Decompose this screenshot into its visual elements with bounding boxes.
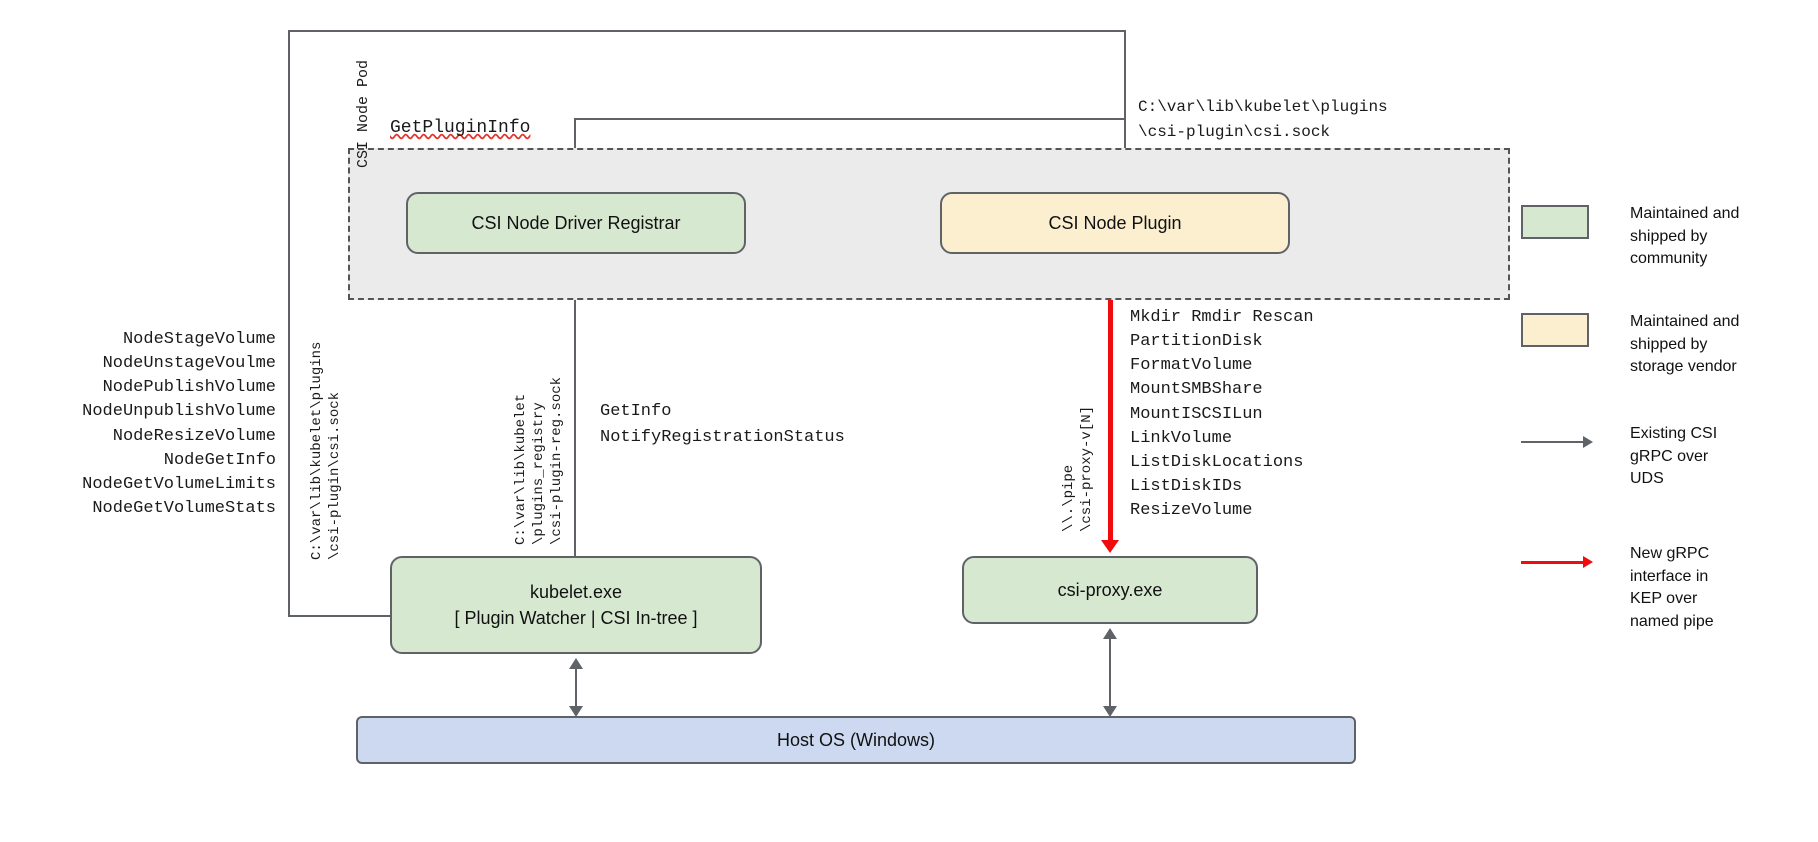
connector-registrar-getplugininfo-horizontal <box>574 118 1126 120</box>
label-registry-socket-vertical-line1: C:\var\lib\kubelet <box>513 393 529 545</box>
csi-proxy-api-call-8: ResizeVolume <box>1130 501 1253 520</box>
csi-proxy-api-call-7: ListDiskIDs <box>1130 476 1243 496</box>
arrowhead-kubelet-up <box>569 658 583 669</box>
connector-csiproxy-to-hostos <box>1109 638 1111 708</box>
connector-kubelet-to-plugin-top <box>288 30 1126 32</box>
legend-arrowhead-2 <box>1583 436 1593 448</box>
node-kubelet-exe-label: kubelet.exe <box>529 581 623 602</box>
connector-plugin-to-csiproxy-red <box>1108 254 1113 542</box>
csi-node-pod-label: CSI Node Pod <box>355 59 372 168</box>
connector-kubelet-to-registrar <box>574 268 576 558</box>
node-service-call-4: NodeResizeVolume <box>112 426 276 446</box>
connector-kubelet-to-plugin-bottom <box>288 615 392 617</box>
label-registry-socket-vertical-line3: \csi-plugin-reg.sock <box>549 376 565 545</box>
csi-proxy-api-call-3: MountSMBShare <box>1130 380 1263 400</box>
csi-proxy-api-call-2: FormatVolume <box>1130 356 1253 376</box>
node-csi-proxy-exe-label: csi-proxy.exe <box>1057 579 1163 600</box>
arrowhead-csiproxy-down <box>1103 706 1117 717</box>
node-service-call-3: NodeUnpublishVolume <box>82 402 276 422</box>
label-plugin-socket-path-line2: \csi-plugin\csi.sock <box>1138 123 1331 141</box>
label-kubelet-csi-socket-vertical-line1: C:\var\lib\kubelet\plugins <box>309 341 325 560</box>
connector-kubelet-to-plugin-right <box>1124 30 1126 180</box>
node-service-call-7: NodeGetVolumeStats <box>92 498 276 518</box>
label-kubelet-csi-socket-vertical-line2: \csi-plugin\csi.sock <box>327 391 343 560</box>
legend-swatch-1 <box>1521 313 1589 347</box>
csi-proxy-api-call-6: ListDiskLocations <box>1130 452 1304 472</box>
connector-kubelet-to-plugin-left <box>288 30 290 617</box>
legend-label-2: Existing CSI gRPC over UDS <box>1630 425 1718 488</box>
node-csi-proxy-exe[interactable]: csi-proxy.exe <box>962 556 1258 624</box>
csi-proxy-api-call-5: LinkVolume <box>1130 428 1233 448</box>
node-service-call-6: NodeGetVolumeLimits <box>82 474 276 494</box>
node-host-os[interactable]: Host OS (Windows) <box>356 716 1356 764</box>
node-service-call-5: NodeGetInfo <box>163 450 276 470</box>
legend-arrow-line-3 <box>1521 561 1583 564</box>
node-host-os-label: Host OS (Windows) <box>776 729 936 750</box>
label-plugin-socket-path-line1: C:\var\lib\kubelet\plugins <box>1138 98 1388 116</box>
node-service-call-1: NodeUnstageVoulme <box>102 354 276 374</box>
label-registration-call-notifyregistrationstatus: NotifyRegistrationStatus <box>600 428 845 447</box>
csi-proxy-api-call-1: PartitionDisk <box>1130 332 1263 352</box>
node-csi-node-driver-registrar-label: CSI Node Driver Registrar <box>471 212 681 233</box>
node-csi-node-plugin[interactable]: CSI Node Plugin <box>940 192 1290 254</box>
node-service-call-2: NodePublishVolume <box>102 378 276 398</box>
node-csi-node-plugin-label: CSI Node Plugin <box>1048 212 1182 233</box>
legend-label-1: Maintained and shipped by storage vendor <box>1630 313 1740 376</box>
node-csi-node-driver-registrar[interactable]: CSI Node Driver Registrar <box>406 192 746 254</box>
arrowhead-kubelet-down <box>569 706 583 717</box>
node-service-call-0: NodeStageVolume <box>122 330 276 349</box>
label-registry-socket-vertical-line2: \plugins_registry <box>531 402 547 545</box>
label-registration-call-getinfo: GetInfo <box>600 402 672 421</box>
label-get-plugin-info: GetPluginInfo <box>390 118 531 138</box>
connector-kubelet-to-hostos <box>575 668 577 708</box>
legend-arrowhead-3 <box>1583 556 1593 568</box>
arrowhead-csiproxy-up <box>1103 628 1117 639</box>
csi-proxy-api-call-4: MountISCSILun <box>1130 404 1263 424</box>
label-named-pipe-vertical-line2: \csi-proxy-v[N] <box>1079 405 1095 532</box>
label-named-pipe-vertical-line1: \\.\pipe <box>1061 464 1077 532</box>
arrowhead-into-csiproxy-red <box>1101 540 1119 553</box>
csi-node-pod-container <box>348 148 1510 300</box>
csi-proxy-api-call-0: Mkdir Rmdir Rescan <box>1130 308 1314 327</box>
legend-swatch-0 <box>1521 205 1589 239</box>
node-kubelet-exe[interactable]: kubelet.exe [ Plugin Watcher | CSI In-tr… <box>390 556 762 654</box>
legend-arrow-line-2 <box>1521 441 1583 443</box>
legend-label-0: Maintained and shipped by community <box>1630 205 1740 268</box>
legend-label-3: New gRPC interface in KEP over named pip… <box>1630 545 1714 631</box>
node-kubelet-exe-sublabel: [ Plugin Watcher | CSI In-tree ] <box>454 608 698 628</box>
